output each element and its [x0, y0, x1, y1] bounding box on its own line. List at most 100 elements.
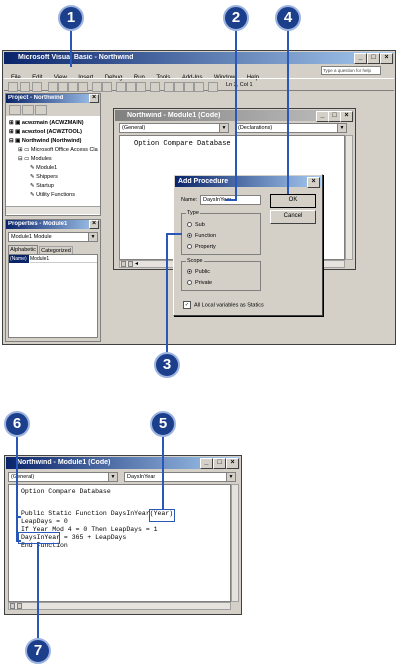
tree-item-shippers[interactable]: ✎ Shippers	[30, 174, 58, 180]
vbe-titlebar: Microsoft Visual Basic - Northwind _ □ ×	[4, 52, 394, 64]
properties-object-select[interactable]: Module1 Module▼	[8, 232, 98, 242]
object-select-2[interactable]: (General)▼	[8, 472, 118, 482]
design-mode-icon[interactable]	[150, 82, 160, 92]
callout-line	[166, 233, 182, 235]
break-icon[interactable]	[126, 82, 136, 92]
module-view-icon[interactable]	[17, 603, 22, 609]
properties-title: Properties - Module1	[8, 221, 68, 227]
property-name[interactable]: (Name)	[9, 255, 29, 263]
callout-line	[16, 436, 18, 542]
view-code-icon[interactable]	[9, 105, 21, 115]
procedure-select[interactable]: (Declarations)▼	[235, 123, 347, 133]
type-sub-radio[interactable]: Sub	[187, 222, 205, 228]
help-search-input[interactable]: Type a question for help	[321, 66, 381, 75]
minimize-button[interactable]: _	[354, 53, 367, 64]
code2-maximize-button[interactable]: □	[213, 458, 226, 469]
tree-item-access-objects[interactable]: ⊞ ▭ Microsoft Office Access Cla	[18, 147, 98, 153]
properties-titlebar: Properties - Module1 ×	[6, 220, 100, 229]
scope-public-radio[interactable]: Public	[187, 269, 210, 275]
reset-icon[interactable]	[136, 82, 146, 92]
property-value[interactable]: Module1	[30, 255, 97, 263]
radio-selected-icon	[187, 269, 192, 275]
vbe-window: Microsoft Visual Basic - Northwind _ □ ×…	[2, 50, 396, 345]
redo-icon[interactable]	[102, 82, 112, 92]
object-browser-icon[interactable]	[184, 82, 194, 92]
dialog-close-button[interactable]: ×	[307, 177, 320, 188]
view-object-icon[interactable]	[22, 105, 34, 115]
scope-private-radio[interactable]: Private	[187, 280, 212, 286]
close-button[interactable]: ×	[380, 53, 393, 64]
project-hscrollbar[interactable]	[6, 206, 100, 214]
code-window-titlebar: Northwind - Module1 (Code) _ □ ×	[115, 110, 354, 122]
save-icon[interactable]	[32, 82, 42, 92]
add-procedure-dialog: Add Procedure × Name: DaysInYear OK Canc…	[173, 174, 323, 316]
view-access-icon[interactable]	[8, 82, 18, 92]
toggle-folders-icon[interactable]	[35, 105, 47, 115]
radio-selected-icon	[187, 233, 192, 239]
find-icon[interactable]	[78, 82, 88, 92]
toolbox-icon[interactable]	[194, 82, 204, 92]
callout-line	[37, 542, 39, 640]
ok-button[interactable]: OK	[270, 194, 316, 208]
radio-icon	[187, 222, 192, 228]
tree-item-acwzmain[interactable]: ⊞ ▣ acwzmain (ACWZMAIN)	[9, 120, 84, 126]
project-toolbar	[6, 103, 100, 116]
cancel-button[interactable]: Cancel	[270, 210, 316, 224]
code-window-title: Northwind - Module1 (Code)	[127, 112, 221, 119]
callout-6: 6	[4, 411, 30, 437]
project-panel: Project - Northwind × ⊞ ▣ acwzmain (ACWZ…	[5, 93, 101, 216]
properties-grid: (Name) Module1	[8, 254, 98, 338]
callout-line	[287, 30, 289, 194]
callout-line	[162, 436, 164, 510]
cursor-position: Ln 3, Col 1	[226, 82, 253, 88]
code-vscrollbar[interactable]	[345, 135, 353, 260]
procedure-select-2[interactable]: DaysInYear▼	[124, 472, 236, 482]
code2-vscrollbar[interactable]	[231, 484, 239, 602]
statics-checkbox[interactable]: ✓All Local variables as Statics	[183, 301, 264, 309]
help-icon[interactable]	[208, 82, 218, 92]
radio-icon	[187, 244, 192, 250]
callout-line	[70, 30, 72, 67]
type-function-radio[interactable]: Function	[187, 233, 216, 239]
tab-alphabetic[interactable]: Alphabetic	[8, 245, 38, 254]
scroll-left-icon[interactable]: ◂	[135, 261, 139, 267]
type-group: Type Sub Function Property	[181, 210, 261, 255]
tree-item-acwztool[interactable]: ⊞ ▣ acwztool (ACWZTOOL)	[9, 129, 82, 135]
code2-minimize-button[interactable]: _	[200, 458, 213, 469]
year-argument-highlight	[149, 509, 175, 522]
code-line-2: Public Static Function DaysInYear(Year)	[21, 510, 174, 517]
paste-icon[interactable]	[68, 82, 78, 92]
undo-icon[interactable]	[92, 82, 102, 92]
tree-item-module1[interactable]: ✎ Module1	[30, 165, 58, 171]
code-line-6: End Function	[21, 542, 68, 549]
callout-line	[235, 30, 237, 200]
properties-icon[interactable]	[174, 82, 184, 92]
insert-icon[interactable]	[20, 82, 30, 92]
tree-item-startup[interactable]: ✎ Startup	[30, 183, 54, 189]
code-close-button[interactable]: ×	[340, 111, 353, 122]
radio-icon	[187, 280, 192, 286]
procedure-view-icon[interactable]	[121, 261, 126, 267]
object-select[interactable]: (General)▼	[119, 123, 229, 133]
code2-close-button[interactable]: ×	[226, 458, 239, 469]
module-view-icon[interactable]	[128, 261, 133, 267]
run-icon[interactable]	[116, 82, 126, 92]
maximize-button[interactable]: □	[367, 53, 380, 64]
scope-label: Scope	[186, 258, 204, 264]
project-close-button[interactable]: ×	[89, 94, 99, 103]
dialog-title: Add Procedure	[178, 178, 229, 185]
procedure-view-icon[interactable]	[10, 603, 15, 609]
dialog-titlebar: Add Procedure ×	[175, 176, 321, 188]
callout-5: 5	[150, 411, 176, 437]
tab-categorized[interactable]: Categorized	[39, 246, 73, 254]
tree-item-modules[interactable]: ⊟ ▭ Modules	[18, 156, 52, 162]
cut-icon[interactable]	[48, 82, 58, 92]
copy-icon[interactable]	[58, 82, 68, 92]
name-label: Name:	[181, 197, 198, 203]
tree-item-utility-functions[interactable]: ✎ Utility Functions	[30, 192, 75, 198]
code2-hscrollbar[interactable]	[8, 602, 231, 610]
type-property-radio[interactable]: Property	[187, 244, 216, 250]
properties-close-button[interactable]: ×	[89, 220, 99, 229]
project-explorer-icon[interactable]	[164, 82, 174, 92]
tree-item-northwind[interactable]: ⊟ ▣ Northwind (Northwind)	[9, 138, 82, 144]
